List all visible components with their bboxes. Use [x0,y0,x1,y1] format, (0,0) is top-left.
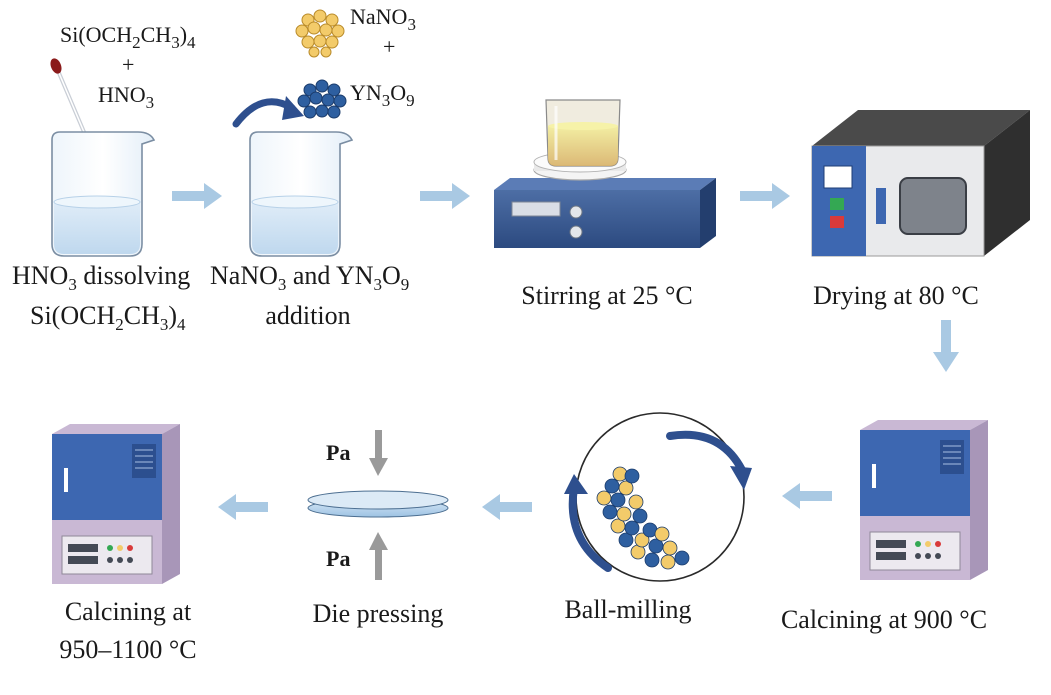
flow-arrow-5-6 [782,483,832,509]
drying-oven-icon [811,110,1030,257]
flow-arrow-7-8 [218,494,268,520]
stirring-beaker-icon [545,99,621,167]
yttrium-nitrate-particles-icon [297,79,347,119]
dropper-icon [50,58,86,134]
pressure-arrow-down-icon [369,430,388,476]
flow-arrow-2-3 [420,183,470,209]
salt-sodium-nitrate: NaNO3 [350,4,416,34]
step1-label-line1: HNO3 dissolving [12,261,190,294]
flow-arrow-3-4 [740,183,790,209]
ball-mill-icon [575,412,745,582]
nano3-particles-icon [295,9,345,58]
reagent-tetraethyl-orthosilicate: Si(OCH2CH3)4 [60,22,196,52]
step5-label: Calcining at 900 °C [781,605,987,634]
beaker-icon [249,131,354,257]
step8-label-line2: 950–1100 °C [59,635,196,664]
rotation-arrow-icon [564,474,612,572]
muffle-furnace-icon [860,420,988,580]
pellet-disk-icon [307,490,449,518]
beaker-icon [51,131,156,257]
step6-label: Ball-milling [564,595,691,624]
reagent-plus: + [122,52,134,77]
flow-arrow-1-2 [172,183,222,209]
flow-arrow-4-5 [933,320,959,372]
addition-curved-arrow-icon [232,96,304,128]
muffle-furnace-icon [52,424,180,584]
step1-label-line2: Si(OCH2CH3)4 [30,301,186,334]
reagent-nitric-acid: HNO3 [98,82,154,112]
pressure-label-bottom: Pa [326,546,350,571]
flow-arrow-6-7 [482,494,532,520]
step8-label-line1: Calcining at [65,597,192,626]
step7-label: Die pressing [313,599,444,628]
pressure-arrow-up-icon [369,532,388,580]
step2-label-line2: addition [265,301,350,330]
step4-label: Drying at 80 °C [813,281,979,310]
rotation-arrow-icon [666,430,752,490]
step3-label: Stirring at 25 °C [521,281,692,310]
pressure-label-top: Pa [326,440,350,465]
step2-label-line1: NaNO3 and YN3O9 [210,261,409,294]
salt-yttrium-nitrate: YN3O9 [350,80,415,110]
salt-plus: + [383,34,395,59]
